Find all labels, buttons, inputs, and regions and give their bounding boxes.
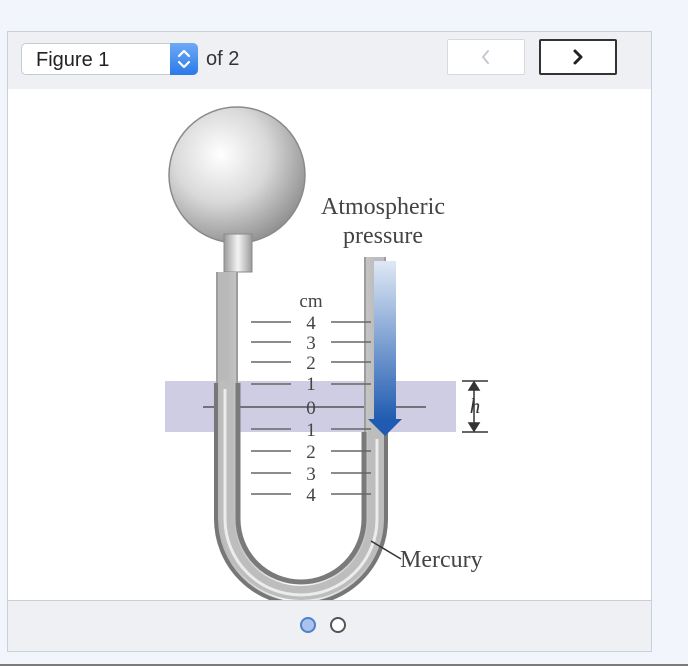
scale-label: 1 <box>306 374 316 395</box>
scale-label: 2 <box>306 442 316 463</box>
figure-select-value: Figure 1 <box>36 49 110 71</box>
scale-label: 3 <box>306 464 316 485</box>
mercury-leader-line <box>370 540 402 560</box>
scale-label: 2 <box>306 353 316 374</box>
manometer-diagram: cm 4 3 2 1 0 1 2 3 4 Atmospheric pressur… <box>165 106 488 606</box>
scale-ticks <box>251 321 371 495</box>
mercury-column <box>235 383 367 585</box>
scale-label: 1 <box>306 420 316 441</box>
atmospheric-pressure-label: pressure <box>343 223 423 249</box>
figure-select[interactable]: Figure 1 <box>21 43 198 75</box>
bulb-neck <box>223 233 253 273</box>
scale-unit-label: cm <box>299 291 322 312</box>
bottom-divider <box>0 664 688 666</box>
figure-image-area: cm 4 3 2 1 0 1 2 3 4 Atmospheric pressur… <box>8 89 651 606</box>
page-dot-1-active[interactable] <box>300 617 316 633</box>
page-count-text: of 2 <box>206 48 240 70</box>
scale-label: 3 <box>306 333 316 354</box>
scale-zero-label: 0 <box>306 398 316 419</box>
height-dimension-marker <box>462 380 488 433</box>
page-dot-2[interactable] <box>330 617 346 633</box>
figure-viewer: Figure 1 of 2 <box>7 31 652 652</box>
height-label: h <box>470 394 481 418</box>
scale-label: 4 <box>306 313 316 334</box>
glass-bulb <box>168 106 306 244</box>
atmospheric-pressure-label: Atmospheric <box>321 194 445 220</box>
pager-footer <box>8 600 651 651</box>
figure-toolbar: Figure 1 of 2 <box>8 32 651 90</box>
chevron-left-icon <box>482 50 489 64</box>
next-figure-button[interactable] <box>539 39 617 75</box>
updown-arrows-icon[interactable] <box>170 43 198 75</box>
scale-label: 4 <box>306 485 316 506</box>
atmospheric-pressure-arrow <box>368 261 402 436</box>
mercury-label: Mercury <box>400 547 483 573</box>
chevron-right-icon <box>573 49 583 65</box>
previous-figure-button[interactable] <box>447 39 525 75</box>
